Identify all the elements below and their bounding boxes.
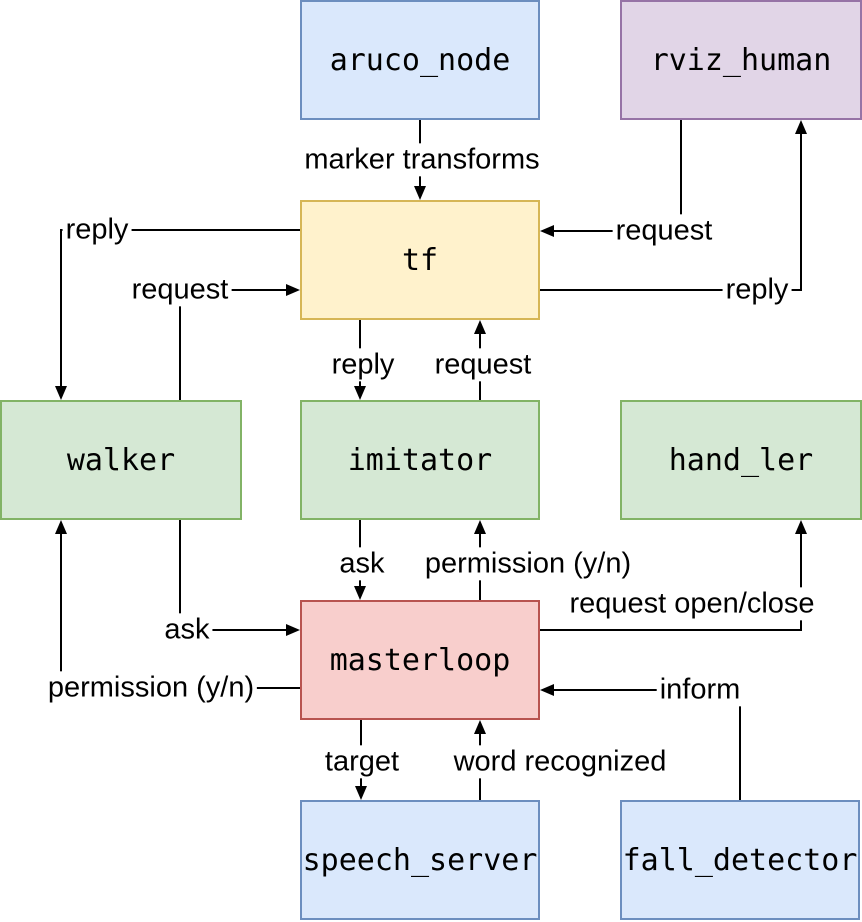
edge-label-rviz-request: request xyxy=(612,214,716,248)
edge-label-imitator-request: request xyxy=(431,348,535,382)
node-rviz-human: rviz_human xyxy=(620,0,862,120)
edge-label-imitator-permission: permission (y/n) xyxy=(421,547,635,581)
arrowhead-up-icon xyxy=(474,520,486,534)
node-hand-ler: hand_ler xyxy=(620,400,862,520)
node-aruco-node: aruco_node xyxy=(300,0,540,120)
edge-walker-permission-line-v xyxy=(60,534,62,687)
edge-label-tf-imitator-reply: reply xyxy=(328,348,398,382)
edge-tf-rviz-reply-line-h xyxy=(540,289,802,291)
arrowhead-down-icon xyxy=(354,586,366,600)
arrowhead-left-icon xyxy=(540,225,554,237)
node-label-speech-server: speech_server xyxy=(302,842,538,878)
arrowhead-up-icon xyxy=(474,720,486,734)
arrowhead-up-icon xyxy=(55,520,67,534)
node-label-tf: tf xyxy=(401,242,439,278)
edge-walker-ask-line-h xyxy=(179,629,286,631)
edge-label-walker-permission: permission (y/n) xyxy=(44,671,258,705)
edge-inform-line-v xyxy=(739,690,741,800)
edge-request-open-close-line-v xyxy=(800,534,802,629)
arrowhead-left-icon xyxy=(540,684,554,696)
edge-walker-request-line-h xyxy=(179,289,286,291)
edge-label-imitator-ask: ask xyxy=(336,547,388,581)
arrowhead-right-icon xyxy=(286,284,300,296)
node-masterloop: masterloop xyxy=(300,600,540,720)
arrowhead-down-icon xyxy=(354,386,366,400)
node-speech-server: speech_server xyxy=(300,800,540,920)
edge-inform-line-h xyxy=(554,689,740,691)
edge-label-word-recognized: word recognized xyxy=(450,745,670,779)
edge-tf-walker-reply-line-h xyxy=(60,229,300,231)
node-tf: tf xyxy=(300,200,540,320)
arrowhead-up-icon xyxy=(795,120,807,134)
node-label-rviz-human: rviz_human xyxy=(650,42,832,78)
node-label-hand-ler: hand_ler xyxy=(668,442,814,478)
edge-label-request-open-close: request open/close xyxy=(566,587,818,621)
edge-rviz-request-line-v xyxy=(680,120,682,216)
edge-tf-walker-reply-line-v xyxy=(60,229,62,386)
arrowhead-down-icon xyxy=(355,786,367,800)
node-walker: walker xyxy=(0,400,242,520)
edge-label-inform: inform xyxy=(656,673,744,707)
edge-tf-rviz-reply-line-v xyxy=(800,134,802,290)
node-label-fall-detector: fall_detector xyxy=(622,842,858,878)
edge-label-walker-ask: ask xyxy=(161,613,213,647)
arrowhead-right-icon xyxy=(286,624,300,636)
arrowhead-down-icon xyxy=(414,186,426,200)
node-label-imitator: imitator xyxy=(347,442,493,478)
node-imitator: imitator xyxy=(300,400,540,520)
arrowhead-up-icon xyxy=(795,520,807,534)
edge-label-tf-rviz-reply: reply xyxy=(722,273,792,307)
edge-walker-request-line-v xyxy=(179,290,181,400)
edge-walker-ask-line-v xyxy=(179,520,181,630)
node-label-aruco-node: aruco_node xyxy=(329,42,511,78)
edge-label-tf-walker-reply: reply xyxy=(62,213,132,247)
node-fall-detector: fall_detector xyxy=(620,800,860,920)
node-label-masterloop: masterloop xyxy=(329,642,511,678)
node-label-walker: walker xyxy=(66,442,176,478)
edge-label-marker-transforms: marker transforms xyxy=(301,143,543,177)
edge-label-target: target xyxy=(321,745,403,779)
arrowhead-up-icon xyxy=(474,320,486,334)
arrowhead-down-icon xyxy=(55,386,67,400)
edge-label-walker-request: request xyxy=(128,273,232,307)
edge-request-open-close-line-h xyxy=(540,629,802,631)
